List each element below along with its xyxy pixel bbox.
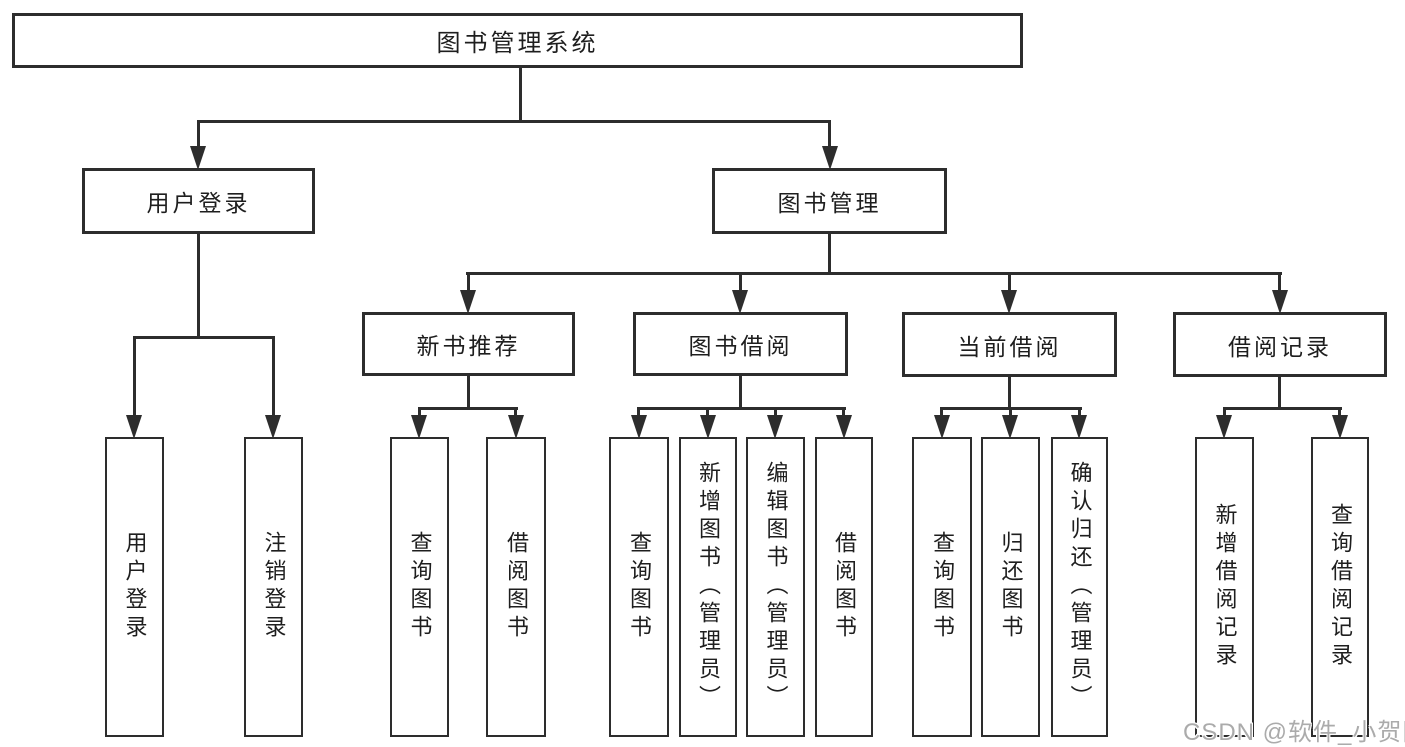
leaf-add-borrow-record: 新增借阅记录 <box>1195 437 1254 737</box>
connector-line <box>1223 407 1342 410</box>
arrowhead-down-icon <box>934 415 950 439</box>
connector-line <box>828 234 831 272</box>
leaf-borrow-books: 借阅图书 <box>815 437 873 737</box>
connector-line <box>133 336 136 418</box>
leaf-query-books-current: 查询图书 <box>912 437 972 737</box>
arrowhead-down-icon <box>1001 290 1017 314</box>
connector-line <box>272 336 275 418</box>
arrowhead-down-icon <box>1002 415 1018 439</box>
connector-line <box>1009 407 1012 418</box>
connector-line <box>467 272 470 292</box>
connector-line <box>842 407 845 418</box>
arrowhead-down-icon <box>732 290 748 314</box>
arrowhead-down-icon <box>700 415 716 439</box>
arrowhead-down-icon <box>265 415 281 439</box>
leaf-user-login: 用户登录 <box>105 437 164 737</box>
arrowhead-down-icon <box>1216 415 1232 439</box>
connector-line <box>739 376 742 407</box>
arrowhead-down-icon <box>836 415 852 439</box>
connector-line <box>467 376 470 407</box>
connector-line <box>940 407 943 418</box>
connector-line <box>514 407 517 418</box>
leaf-return-books: 归还图书 <box>981 437 1040 737</box>
node-new-book-recommend: 新书推荐 <box>362 312 575 376</box>
leaf-logout: 注销登录 <box>244 437 303 737</box>
leaf-edit-book-admin: 编辑图书（管理员） <box>746 437 805 737</box>
watermark: CSDN @软件_小贺同学 <box>1183 719 1405 746</box>
leaf-add-book-admin: 新增图书（管理员） <box>679 437 737 737</box>
arrowhead-down-icon <box>822 146 838 170</box>
node-borrow-records: 借阅记录 <box>1173 312 1387 377</box>
connector-line <box>197 120 831 123</box>
connector-line <box>1078 407 1081 418</box>
connector-line <box>519 68 522 120</box>
arrowhead-down-icon <box>411 415 427 439</box>
connector-line <box>418 407 421 418</box>
arrowhead-down-icon <box>508 415 524 439</box>
leaf-query-books-recommend: 查询图书 <box>390 437 449 737</box>
connector-line <box>1338 407 1341 418</box>
arrowhead-down-icon <box>1332 415 1348 439</box>
connector-line <box>637 407 640 418</box>
connector-line <box>706 407 709 418</box>
node-user-login: 用户登录 <box>82 168 315 234</box>
arrowhead-down-icon <box>460 290 476 314</box>
arrowhead-down-icon <box>1071 415 1087 439</box>
connector-line <box>133 336 275 339</box>
connector-line <box>197 234 200 336</box>
connector-line <box>197 120 200 150</box>
connector-line <box>1278 272 1281 292</box>
arrowhead-down-icon <box>767 415 783 439</box>
connector-line <box>466 272 1282 275</box>
node-root: 图书管理系统 <box>12 13 1023 68</box>
connector-line <box>774 407 777 418</box>
arrowhead-down-icon <box>631 415 647 439</box>
connector-line <box>418 407 518 410</box>
connector-line <box>1008 377 1011 407</box>
arrowhead-down-icon <box>126 415 142 439</box>
connector-line <box>828 120 831 150</box>
leaf-query-borrow-record: 查询借阅记录 <box>1311 437 1369 737</box>
connector-line <box>637 407 846 410</box>
connector-line <box>1223 407 1226 418</box>
node-current-borrow: 当前借阅 <box>902 312 1117 377</box>
leaf-query-books-borrow: 查询图书 <box>609 437 669 737</box>
node-book-borrow: 图书借阅 <box>633 312 848 376</box>
leaf-confirm-return-admin: 确认归还（管理员） <box>1051 437 1108 737</box>
arrowhead-down-icon <box>190 146 206 170</box>
node-book-management: 图书管理 <box>712 168 947 234</box>
connector-line <box>739 272 742 292</box>
leaf-borrow-books-recommend: 借阅图书 <box>486 437 546 737</box>
arrowhead-down-icon <box>1272 290 1288 314</box>
connector-line <box>1008 272 1011 292</box>
connector-line <box>1278 377 1281 407</box>
